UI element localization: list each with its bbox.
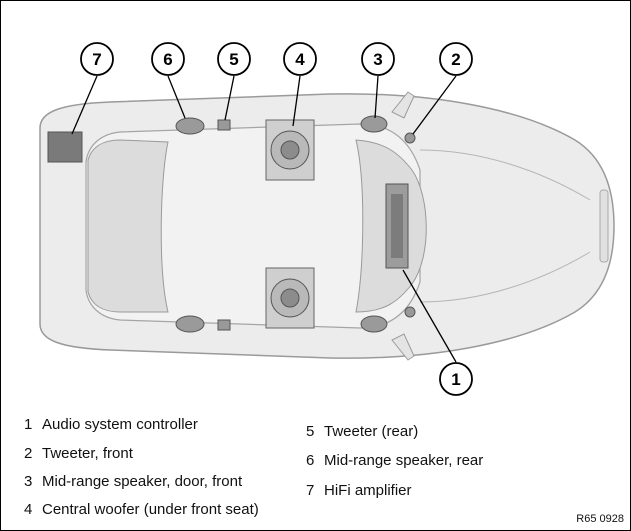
leader-7 (71, 75, 98, 135)
legend-label: Tweeter, front (42, 445, 133, 462)
legend-num: 1 (24, 416, 33, 433)
callout-1-num: 1 (451, 370, 460, 389)
callout-2: 2 (439, 42, 473, 76)
legend-item-5: 5 Tweeter (rear) (306, 424, 418, 439)
rear-window (87, 139, 169, 313)
callout-5-num: 5 (229, 50, 238, 69)
rear-midrange-speaker-right (175, 315, 205, 333)
legend-item-4: 4 Central woofer (under front seat) (24, 502, 259, 517)
legend-num: 3 (24, 473, 33, 490)
callout-1: 1 (439, 362, 473, 396)
front-door-speaker-left (360, 115, 388, 133)
leader-6 (167, 75, 186, 119)
legend-label: Central woofer (under front seat) (42, 501, 259, 518)
front-tweeter-right (404, 306, 416, 318)
callout-6-num: 6 (163, 50, 172, 69)
central-woofer-left (265, 119, 315, 181)
central-woofer-right (265, 267, 315, 329)
leader-5 (224, 75, 235, 121)
legend-num: 7 (306, 482, 315, 499)
legend-label: HiFi amplifier (324, 482, 412, 499)
legend-item-2: 2 Tweeter, front (24, 446, 133, 461)
controller-slot (391, 194, 403, 258)
callout-2-num: 2 (451, 50, 460, 69)
callout-6: 6 (151, 42, 185, 76)
legend-num: 2 (24, 445, 33, 462)
legend-item-3: 3 Mid-range speaker, door, front (24, 474, 242, 489)
callout-5: 5 (217, 42, 251, 76)
rear-tweeter-left (217, 119, 231, 131)
reference-code: R65 0928 (576, 513, 624, 525)
callout-3-num: 3 (373, 50, 382, 69)
legend-num: 4 (24, 501, 33, 518)
rear-midrange-speaker-left (175, 117, 205, 135)
legend-item-6: 6 Mid-range speaker, rear (306, 453, 483, 468)
hood-line-bottom (419, 251, 591, 303)
callout-3: 3 (361, 42, 395, 76)
leader-2 (412, 75, 457, 135)
mirror-right (391, 333, 415, 361)
front-door-speaker-right (360, 315, 388, 333)
hifi-amplifier (47, 131, 83, 163)
legend-label: Mid-range speaker, door, front (42, 473, 243, 490)
callout-7: 7 (80, 42, 114, 76)
leader-3 (374, 75, 379, 119)
callout-7-num: 7 (92, 50, 101, 69)
legend-num: 5 (306, 423, 315, 440)
legend-num: 6 (306, 452, 315, 469)
legend-label: Mid-range speaker, rear (324, 452, 484, 469)
rear-tweeter-right (217, 319, 231, 331)
front-tweeter-left (404, 132, 416, 144)
callout-4: 4 (283, 42, 317, 76)
legend-label: Audio system controller (42, 416, 198, 433)
callout-4-num: 4 (295, 50, 305, 69)
hood-line-top (419, 149, 591, 201)
leader-4 (292, 75, 301, 127)
leader-1 (402, 269, 457, 363)
mirror-left (391, 91, 415, 119)
legend-item-7: 7 HiFi amplifier (306, 483, 412, 498)
front-grille (599, 189, 609, 263)
legend-item-1: 1 Audio system controller (24, 417, 198, 432)
legend-label: Tweeter (rear) (324, 423, 419, 440)
